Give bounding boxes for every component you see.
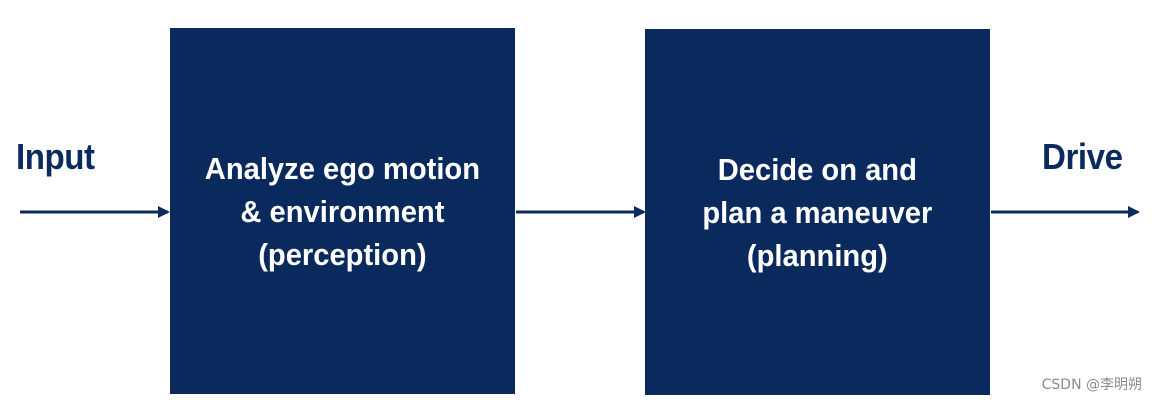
- planning-box: Decide on and plan a maneuver (planning): [645, 29, 990, 395]
- input-label: Input: [16, 136, 95, 177]
- output-label: Drive: [1042, 136, 1123, 177]
- perception-box-text: Analyze ego motion & environment (percep…: [204, 150, 481, 272]
- watermark: CSDN @李明朔: [1041, 377, 1142, 393]
- planning-box-text: Decide on and plan a maneuver (planning): [702, 151, 933, 273]
- perception-box: Analyze ego motion & environment (percep…: [170, 28, 515, 394]
